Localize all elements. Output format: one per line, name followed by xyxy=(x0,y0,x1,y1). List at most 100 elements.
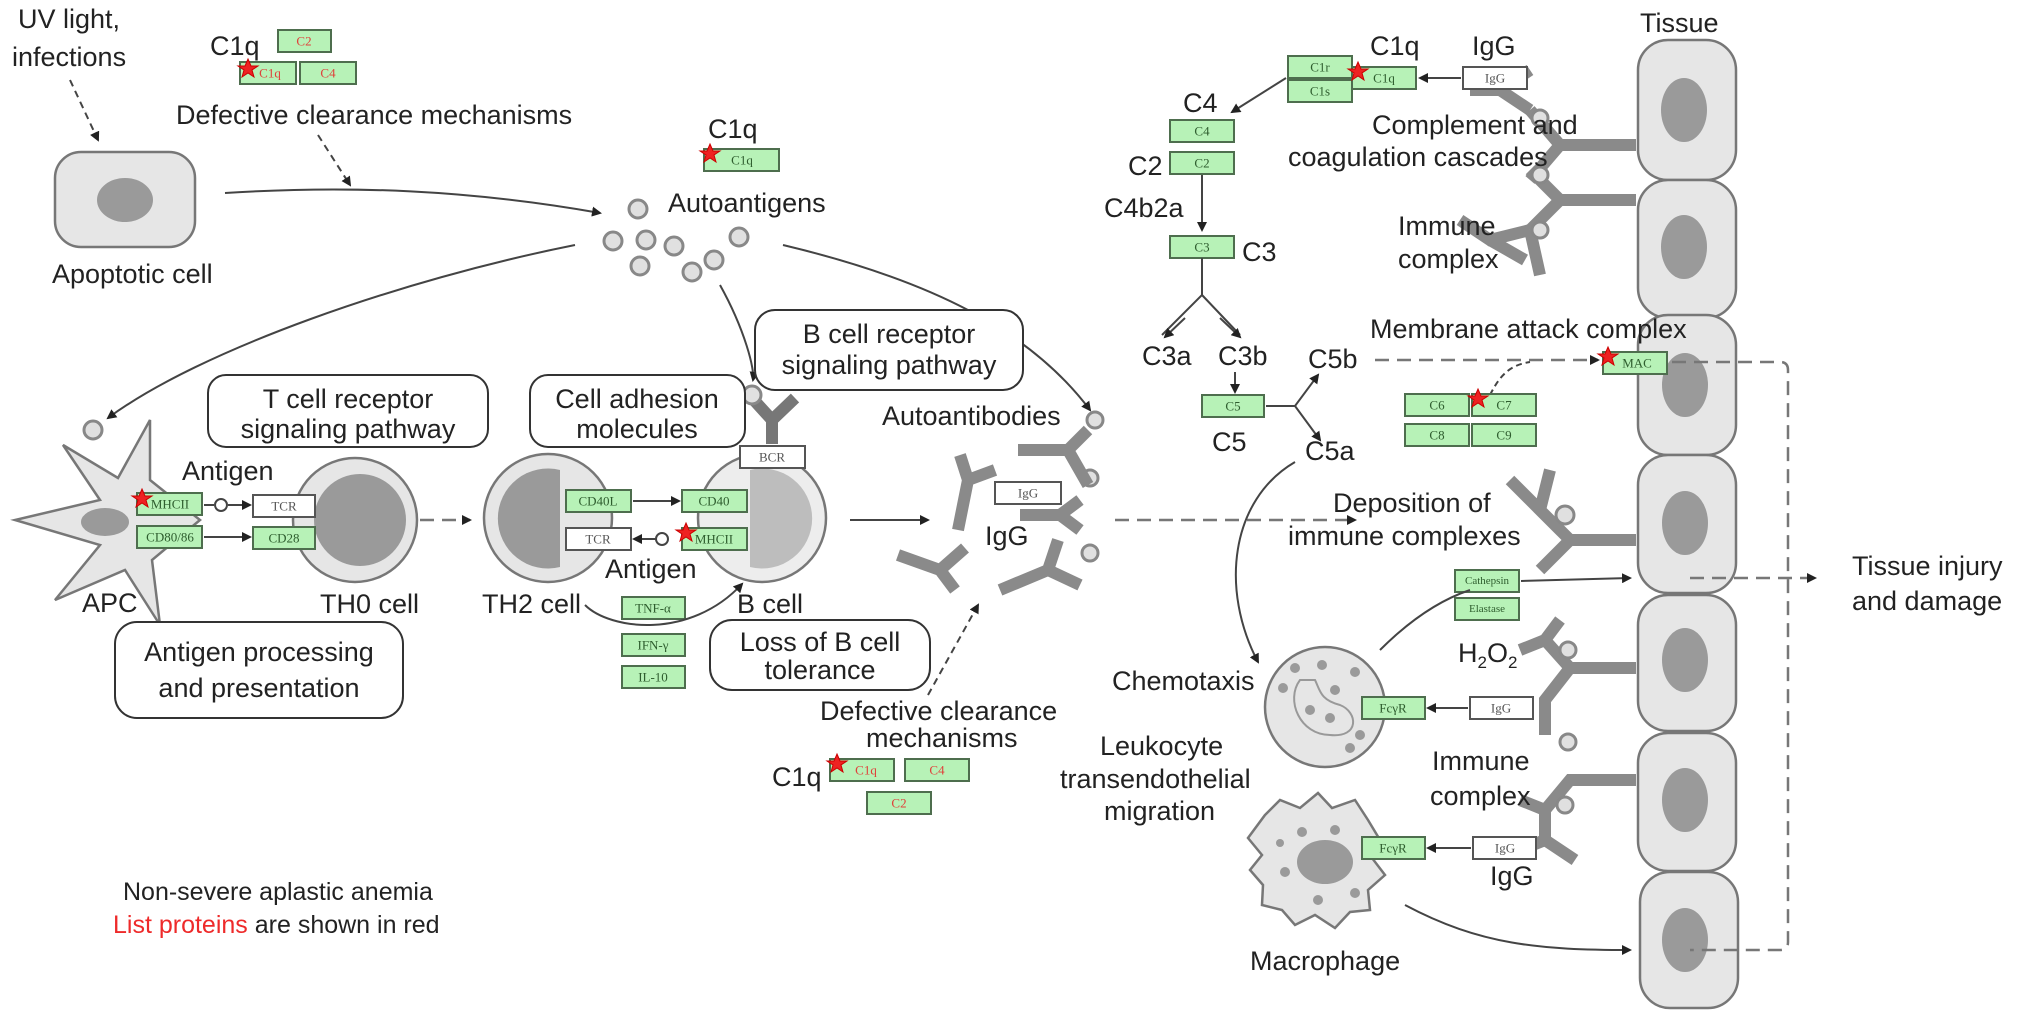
leukocyte-label-2: transendothelial xyxy=(1060,764,1251,794)
svg-text:CD80/86: CD80/86 xyxy=(146,530,194,545)
star-marker-icon xyxy=(698,142,722,164)
svg-text:IL-10: IL-10 xyxy=(638,670,668,685)
autoantigens-label: Autoantigens xyxy=(668,188,826,218)
gene-box[interactable]: C6 xyxy=(1404,393,1470,417)
gene-box[interactable]: C1r xyxy=(1287,55,1353,79)
gene-box[interactable]: MHCII xyxy=(681,527,748,551)
svg-text:CD40L: CD40L xyxy=(579,494,618,509)
gene-box[interactable]: IgG xyxy=(1469,696,1534,720)
c4-label: C4 xyxy=(1183,88,1218,118)
svg-text:BCR: BCR xyxy=(759,450,785,465)
cytokine-box[interactable]: TNF-α xyxy=(621,596,686,620)
pathway-box-tcr[interactable]: T cell receptor signaling pathway xyxy=(207,374,489,448)
antigen-label-b: Antigen xyxy=(605,554,697,584)
legend-title: Non-severe aplastic anemia xyxy=(123,878,433,906)
c3b-label: C3b xyxy=(1218,341,1268,371)
gene-box[interactable]: C4 xyxy=(299,61,357,85)
svg-text:Cell adhesion: Cell adhesion xyxy=(555,384,719,414)
svg-text:TCR: TCR xyxy=(585,532,611,547)
apc-label: APC xyxy=(82,588,138,618)
gene-box[interactable]: CD40L xyxy=(565,489,632,513)
svg-text:IgG: IgG xyxy=(1491,701,1511,716)
pathway-box-bcr[interactable]: B cell receptor signaling pathway xyxy=(754,309,1024,391)
gene-box[interactable]: FcγR xyxy=(1361,696,1426,720)
gene-box[interactable]: IgG xyxy=(1462,66,1528,90)
gene-box[interactable]: C1s xyxy=(1287,79,1353,103)
gene-box[interactable]: C2 xyxy=(277,29,332,53)
gene-box[interactable]: C1q xyxy=(703,148,780,172)
cytokine-box[interactable]: IFN-γ xyxy=(621,633,686,657)
apoptotic-cell-label: Apoptotic cell xyxy=(52,259,213,289)
gene-box[interactable]: C4 xyxy=(904,758,970,782)
gene-box[interactable]: C1q xyxy=(1351,66,1417,90)
pathway-box-loss-tolerance[interactable]: Loss of B cell tolerance xyxy=(709,619,931,691)
uv-light-label: UV light, xyxy=(18,4,120,34)
gene-box[interactable]: C7 xyxy=(1471,393,1537,417)
svg-text:TCR: TCR xyxy=(271,499,297,514)
star-marker-icon xyxy=(1596,345,1620,367)
gene-box[interactable]: C2 xyxy=(1169,151,1235,175)
tissue-injury-label-2: and damage xyxy=(1852,586,2002,616)
svg-text:signaling pathway: signaling pathway xyxy=(241,414,456,444)
svg-text:C5: C5 xyxy=(1225,399,1240,414)
svg-text:IFN-γ: IFN-γ xyxy=(637,638,668,653)
gene-box[interactable]: BCR xyxy=(739,445,806,469)
defective-clearance-bottom-line2: mechanisms xyxy=(866,723,1018,753)
mac-label: Membrane attack complex xyxy=(1370,314,1687,344)
svg-text:molecules: molecules xyxy=(576,414,698,444)
gene-box[interactable]: C4 xyxy=(1169,119,1235,143)
pathway-box-cell-adhesion[interactable]: Cell adhesion molecules xyxy=(529,374,746,448)
immune-complex-middle xyxy=(1505,468,1636,575)
star-marker-icon xyxy=(130,487,154,509)
h2o2-label: H2O2 xyxy=(1458,638,1517,672)
gene-box[interactable]: CD40 xyxy=(681,489,748,513)
antigen-label-apc: Antigen xyxy=(182,456,274,486)
star-marker-icon xyxy=(1466,387,1490,409)
c1q-bottom-label: C1q xyxy=(772,762,822,792)
c3-label: C3 xyxy=(1242,237,1277,267)
c5-label: C5 xyxy=(1212,427,1247,457)
gene-box[interactable]: CD28 xyxy=(252,526,316,550)
svg-text:TNF-α: TNF-α xyxy=(635,601,671,616)
autoantibodies-label: Autoantibodies xyxy=(882,401,1061,431)
gene-box[interactable]: FcγR xyxy=(1361,836,1426,860)
th0-cell-label: TH0 cell xyxy=(320,589,419,619)
svg-text:Loss of B cell: Loss of B cell xyxy=(740,627,901,657)
pathway-box-antigen-processing[interactable]: Antigen processing and presentation xyxy=(114,621,404,719)
chemotaxis-label: Chemotaxis xyxy=(1112,666,1255,696)
gene-box[interactable]: C8 xyxy=(1404,423,1470,447)
gene-box[interactable]: C9 xyxy=(1471,423,1537,447)
svg-text:C2: C2 xyxy=(296,34,311,49)
svg-text:C6: C6 xyxy=(1429,398,1445,413)
c5a-label: C5a xyxy=(1305,436,1356,466)
legend: Non-severe aplastic anemia List proteins… xyxy=(113,878,440,939)
c1q-top-label: C1q xyxy=(210,31,260,61)
svg-text:MAC: MAC xyxy=(1622,356,1652,371)
gene-box[interactable]: Elastase xyxy=(1454,597,1520,621)
gene-box[interactable]: C3 xyxy=(1169,235,1235,259)
gene-box[interactable]: CD80/86 xyxy=(136,525,203,549)
svg-text:IgG: IgG xyxy=(1018,486,1038,501)
immune-complex-top-2: complex xyxy=(1398,244,1499,274)
gene-box[interactable]: IgG xyxy=(994,481,1062,505)
tissue-column: Tissue xyxy=(1636,8,1740,1010)
gene-box[interactable]: C5 xyxy=(1201,394,1265,418)
tissue-label: Tissue xyxy=(1640,8,1719,38)
gene-box[interactable]: TCR xyxy=(252,494,316,518)
star-marker-icon xyxy=(236,57,260,79)
defective-clearance-bottom-line1: Defective clearance xyxy=(820,696,1057,726)
svg-text:C8: C8 xyxy=(1429,428,1444,443)
gene-box[interactable]: C1q xyxy=(829,758,895,782)
gene-box[interactable]: IgG xyxy=(1472,836,1537,860)
gene-box[interactable]: Cathepsin xyxy=(1454,569,1520,593)
granules xyxy=(1276,825,1360,905)
immune-complex-bottom xyxy=(1517,616,1636,865)
svg-text:MHCII: MHCII xyxy=(695,532,733,547)
gene-box[interactable]: C2 xyxy=(866,791,932,815)
svg-text:C4: C4 xyxy=(1194,124,1210,139)
gene-box[interactable]: TCR xyxy=(565,527,632,551)
legend-red-text: List proteins xyxy=(113,911,248,939)
svg-text:Cathepsin: Cathepsin xyxy=(1465,575,1509,587)
svg-text:Elastase: Elastase xyxy=(1469,603,1505,615)
cytokine-box[interactable]: IL-10 xyxy=(621,665,686,689)
